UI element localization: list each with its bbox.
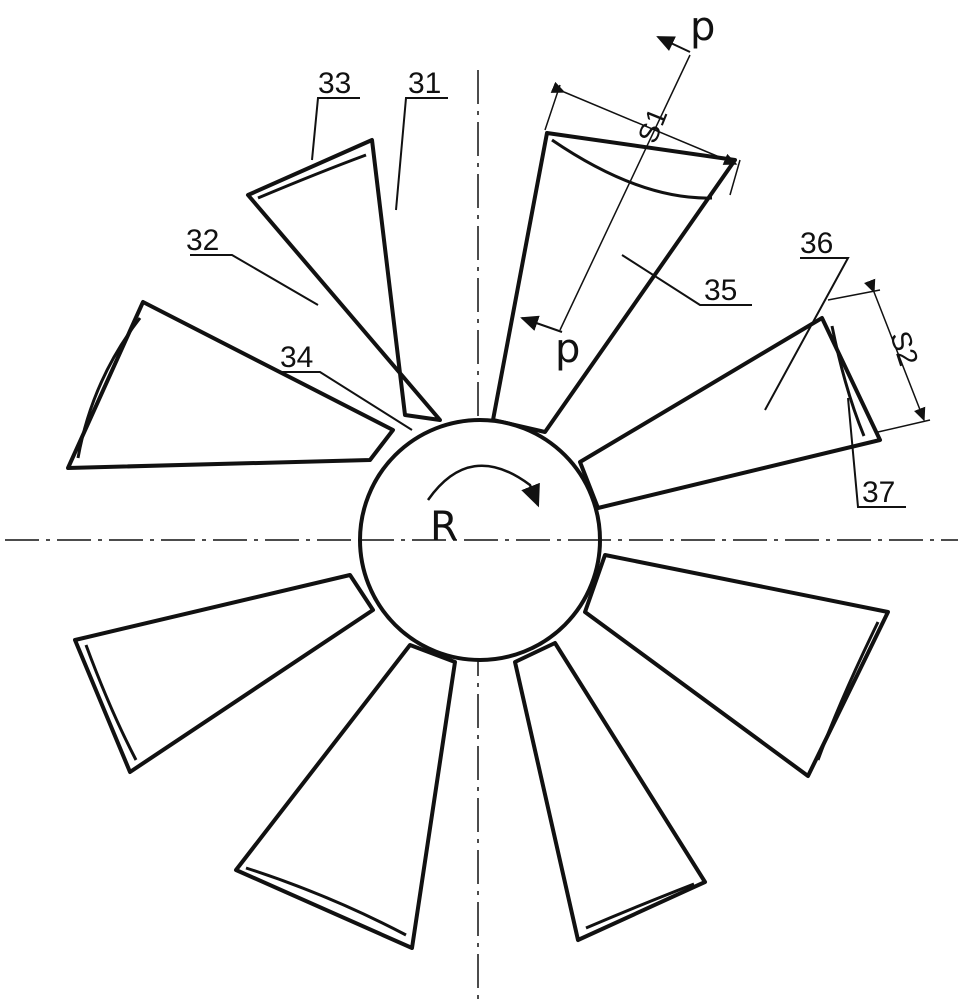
blade-top-left (246, 138, 442, 422)
section-arrow-top (656, 36, 691, 53)
section-label-bottom: p (555, 326, 580, 372)
blade-right-lower (583, 553, 890, 778)
section-arrow-bottom (520, 315, 563, 333)
blade-tip-details (76, 138, 880, 937)
leader-37 (847, 397, 906, 508)
rotation-arrow (426, 464, 540, 508)
part-label-33: 33 (318, 67, 351, 100)
part-label-37: 37 (862, 476, 895, 509)
tip-detail-left-upper (76, 317, 142, 459)
dimension-s2 (827, 278, 931, 433)
leader-34 (278, 371, 413, 431)
part-label-36: 36 (800, 227, 833, 260)
section-label-top: p (690, 4, 715, 50)
leader-36 (764, 257, 850, 411)
blade-left-upper (66, 300, 395, 470)
blade-left-lower (73, 573, 375, 774)
tip-detail-top-left (257, 153, 367, 200)
tip-detail-bottom-left (245, 866, 407, 937)
rotation-label: R (430, 504, 458, 550)
part-label-34: 34 (280, 341, 313, 374)
blade-group (66, 131, 890, 950)
dim-s1-label: S1 (632, 104, 674, 147)
leader-33 (311, 97, 360, 161)
tip-detail-right-lower (816, 621, 880, 761)
leader-32 (190, 254, 319, 306)
leader-31 (395, 97, 448, 211)
part-label-31: 31 (408, 67, 441, 100)
blade-bottom-right (513, 641, 707, 942)
part-label-35: 35 (704, 274, 737, 307)
dimension-s1 (544, 81, 741, 196)
tip-detail-right-upper (830, 325, 866, 437)
tip-detail-bottom-right (585, 882, 695, 930)
blade-top-right (491, 131, 737, 434)
tip-detail-left-lower (84, 644, 138, 761)
part-label-32: 32 (186, 224, 219, 257)
leader-lines (190, 97, 906, 508)
blade-bottom-left (234, 643, 457, 950)
leader-35 (621, 254, 752, 306)
